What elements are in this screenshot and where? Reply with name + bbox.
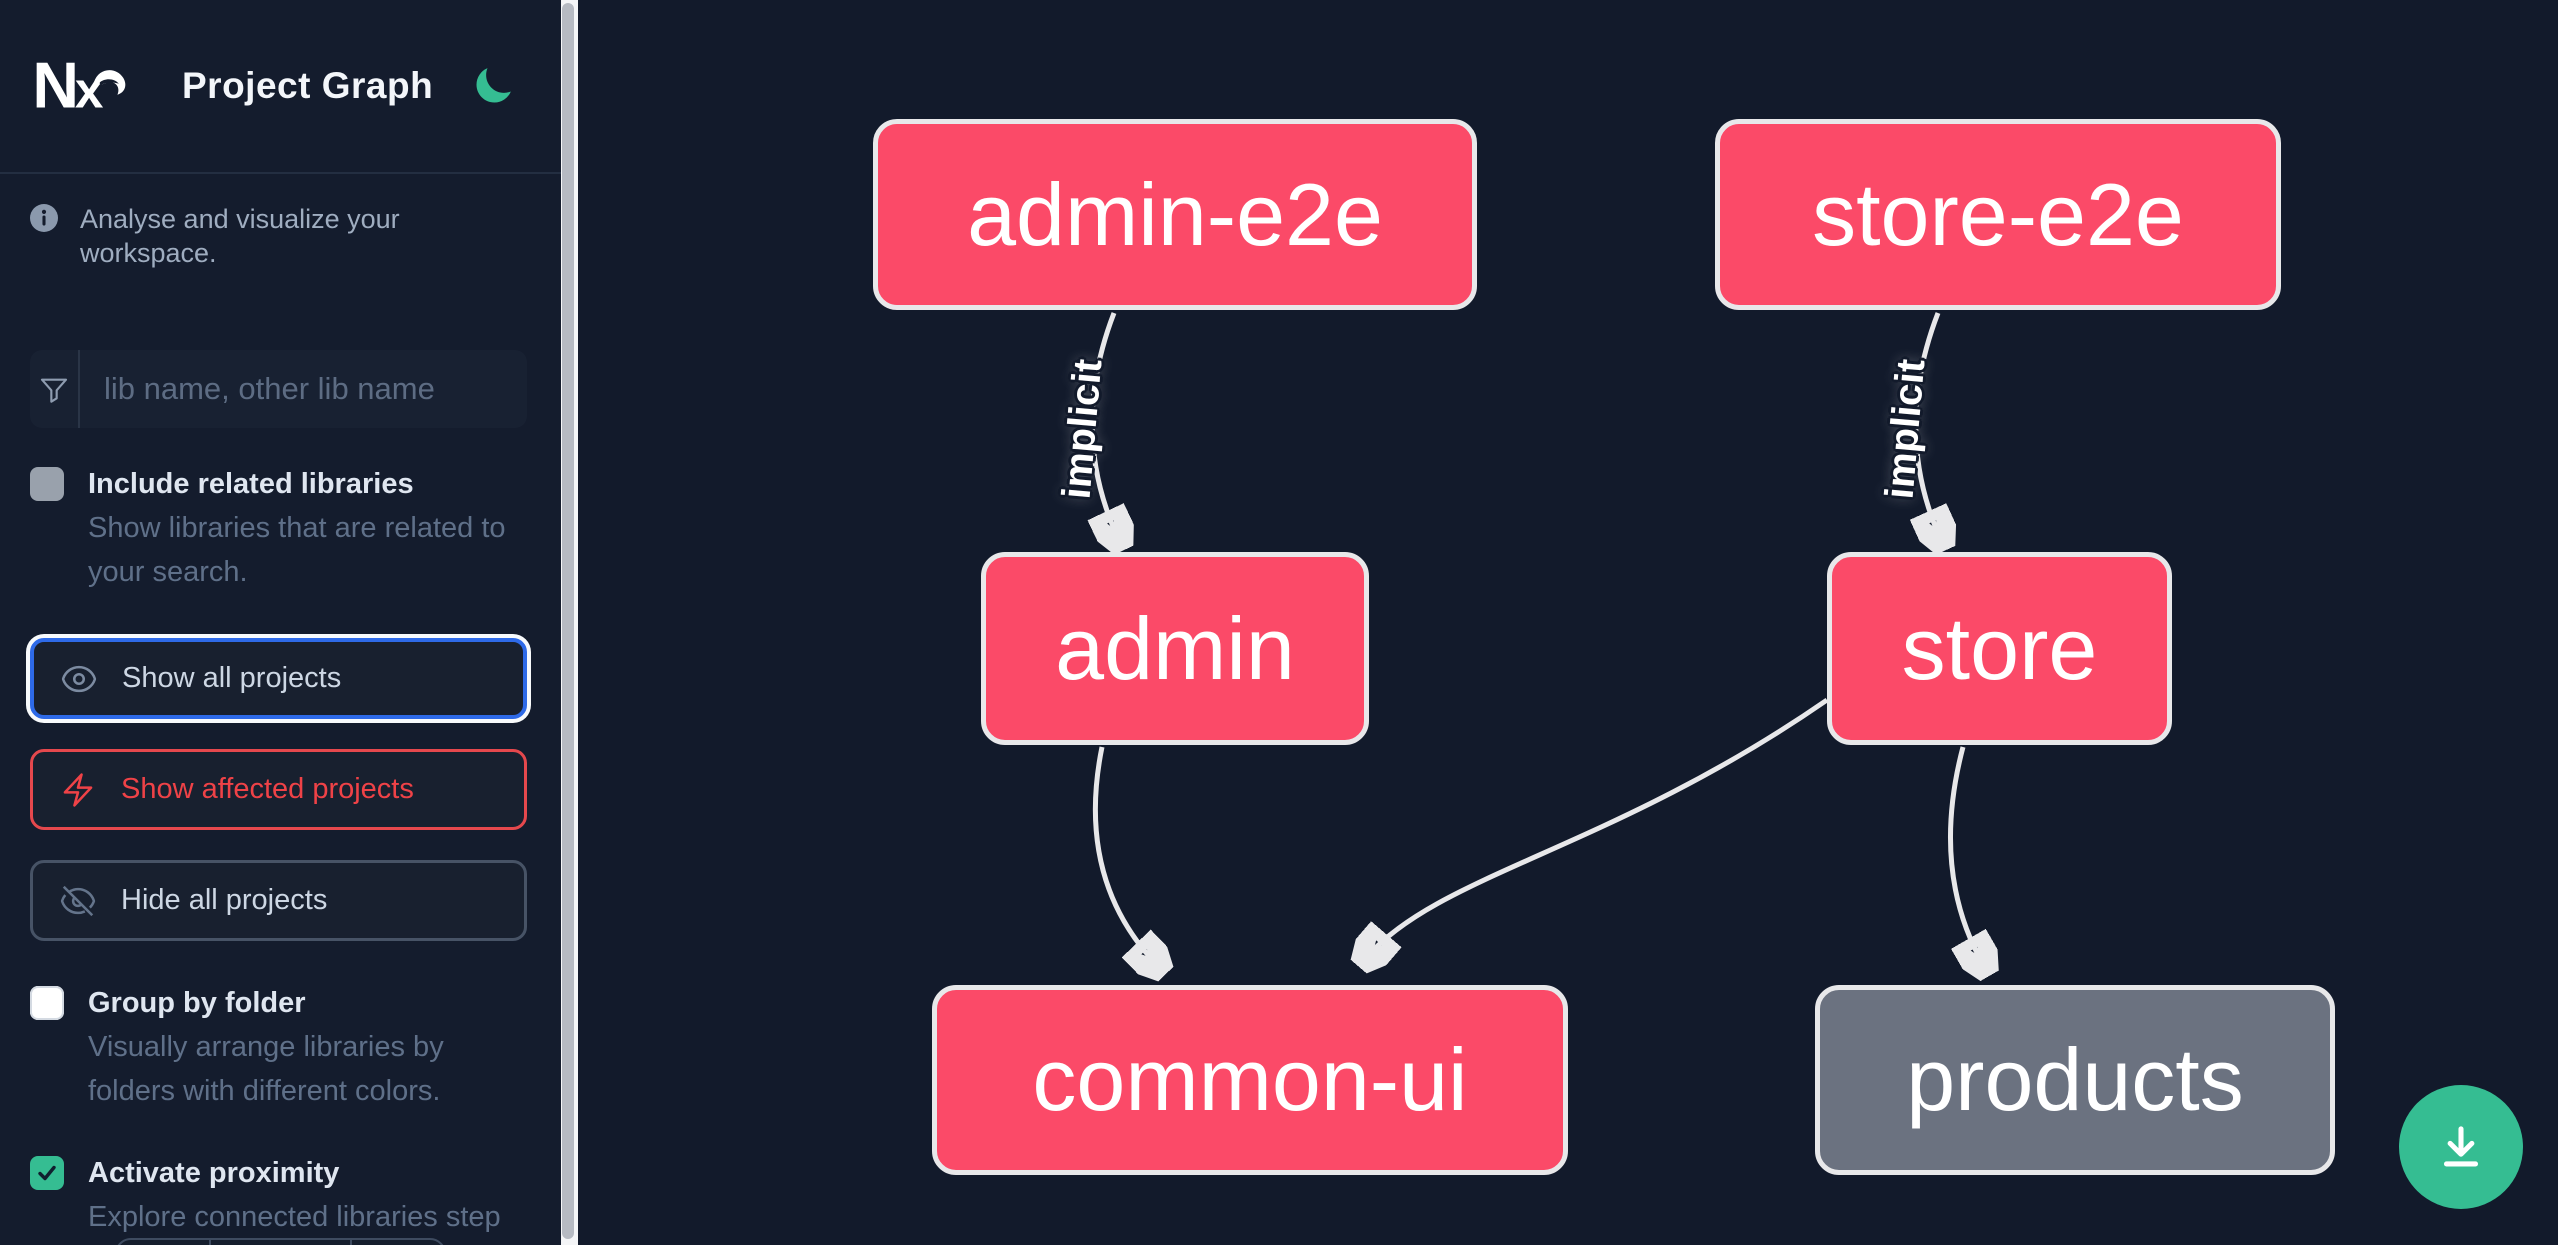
- toggle-description: Show libraries that are related to your …: [88, 512, 506, 588]
- proximity-decrement-segment[interactable]: [117, 1240, 211, 1245]
- eye-icon: [61, 665, 97, 692]
- graph-node-products[interactable]: products: [1815, 985, 2335, 1175]
- svg-text:N: N: [32, 53, 79, 119]
- sidebar-body: Analyse and visualize your workspace. In…: [0, 202, 561, 1245]
- eye-off-icon: [60, 885, 96, 916]
- toggle-include-related: Include related libraries Show libraries…: [30, 462, 531, 594]
- svg-text:x: x: [75, 61, 104, 118]
- graph-node-common-ui[interactable]: common-ui: [932, 985, 1568, 1175]
- show-affected-projects-label: Show affected projects: [121, 773, 414, 805]
- tagline-row: Analyse and visualize your workspace.: [30, 202, 531, 270]
- search-input[interactable]: [80, 350, 527, 428]
- group-by-folder-checkbox[interactable]: [30, 986, 64, 1020]
- funnel-icon: [30, 350, 80, 428]
- tagline-text: Analyse and visualize your workspace.: [80, 204, 400, 268]
- moon-icon[interactable]: [471, 64, 515, 108]
- include-related-checkbox[interactable]: [30, 467, 64, 501]
- toggle-label: Group by folder: [88, 987, 306, 1019]
- toggle-group-by-folder: Group by folder Visually arrange librari…: [30, 981, 531, 1113]
- download-graph-button[interactable]: [2399, 1085, 2523, 1209]
- toggle-description: Explore connected libraries step by step…: [88, 1201, 501, 1233]
- edge-admin-to-common-ui: [1092, 746, 1158, 966]
- download-icon: [2443, 1126, 2479, 1167]
- proximity-depth-control[interactable]: [115, 1238, 446, 1245]
- search-box: [30, 350, 527, 428]
- show-all-projects-button[interactable]: Show all projects: [30, 638, 527, 719]
- sidebar: N x Project Graph Analyse and visualize …: [0, 0, 561, 1245]
- scrollbar-thumb[interactable]: [562, 3, 574, 1239]
- graph-node-admin-e2e[interactable]: admin-e2e: [873, 119, 1477, 310]
- activate-proximity-checkbox[interactable]: [30, 1156, 64, 1190]
- hide-all-projects-button[interactable]: Hide all projects: [30, 860, 527, 941]
- toggle-description: Visually arrange libraries by folders wi…: [88, 1031, 444, 1107]
- toggle-label: Include related libraries: [88, 468, 414, 500]
- graph-node-store[interactable]: store: [1827, 552, 2172, 745]
- bolt-icon: [63, 772, 93, 807]
- edge-label-implicit: implicit: [1877, 357, 1934, 501]
- edge-store-to-common-ui: [1366, 697, 1829, 958]
- show-affected-projects-button[interactable]: Show affected projects: [30, 749, 527, 830]
- graph-node-store-e2e[interactable]: store-e2e: [1715, 119, 2281, 310]
- show-all-projects-label: Show all projects: [122, 662, 342, 694]
- info-icon: [30, 204, 58, 232]
- sidebar-scrollbar[interactable]: [561, 0, 578, 1245]
- graph-node-admin[interactable]: admin: [981, 552, 1369, 745]
- project-actions: Show all projects Show affected projects…: [30, 638, 531, 941]
- toggle-activate-proximity: Activate proximity Explore connected lib…: [30, 1151, 531, 1245]
- sidebar-header: N x Project Graph: [0, 0, 561, 174]
- check-icon: [38, 1165, 56, 1181]
- proximity-increment-segment[interactable]: [352, 1240, 444, 1245]
- edge-store-to-products: [1947, 746, 1984, 966]
- toggle-label: Activate proximity: [88, 1157, 340, 1189]
- proximity-value-segment: [211, 1240, 352, 1245]
- nx-logo: N x: [32, 53, 126, 119]
- hide-all-projects-label: Hide all projects: [121, 884, 328, 916]
- page-title: Project Graph: [182, 65, 434, 106]
- edge-label-implicit: implicit: [1054, 357, 1111, 501]
